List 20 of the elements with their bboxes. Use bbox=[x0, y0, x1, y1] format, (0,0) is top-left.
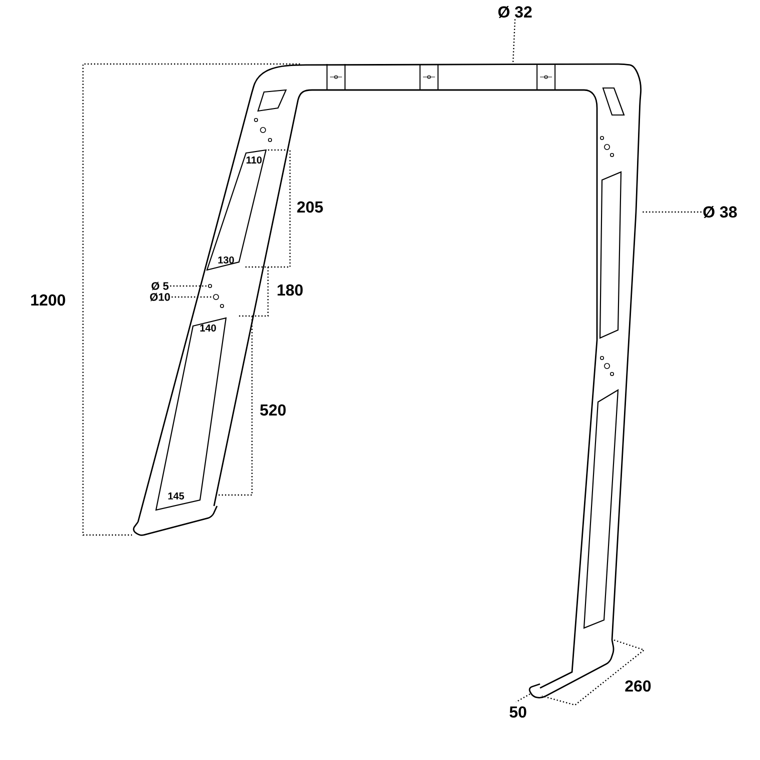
dimension-label: Ø 38 bbox=[703, 206, 737, 218]
window-size-label: 110 bbox=[246, 156, 262, 164]
window-size-label: 145 bbox=[168, 492, 184, 500]
dimension-label: Ø 32 bbox=[498, 6, 532, 18]
dimension-value: 520 bbox=[260, 404, 286, 416]
window-size-label: 140 bbox=[200, 324, 216, 332]
dimension-value: 260 bbox=[625, 680, 651, 692]
mounting-hole bbox=[213, 294, 219, 300]
dimension-value: 1200 bbox=[31, 294, 66, 306]
leader-line bbox=[170, 285, 208, 287]
window-size-label: 130 bbox=[218, 256, 234, 264]
leader-line bbox=[512, 19, 516, 64]
dimension-value: 180 bbox=[278, 284, 303, 296]
dimension-label: Ø10 bbox=[150, 292, 170, 302]
mounting-hole bbox=[208, 284, 212, 288]
dimension-value: 50 bbox=[510, 706, 526, 718]
leader-line bbox=[641, 211, 702, 213]
leader-line bbox=[172, 296, 213, 298]
dimension-value: 205 bbox=[297, 201, 323, 213]
dimension-label: Ø 5 bbox=[152, 282, 169, 290]
